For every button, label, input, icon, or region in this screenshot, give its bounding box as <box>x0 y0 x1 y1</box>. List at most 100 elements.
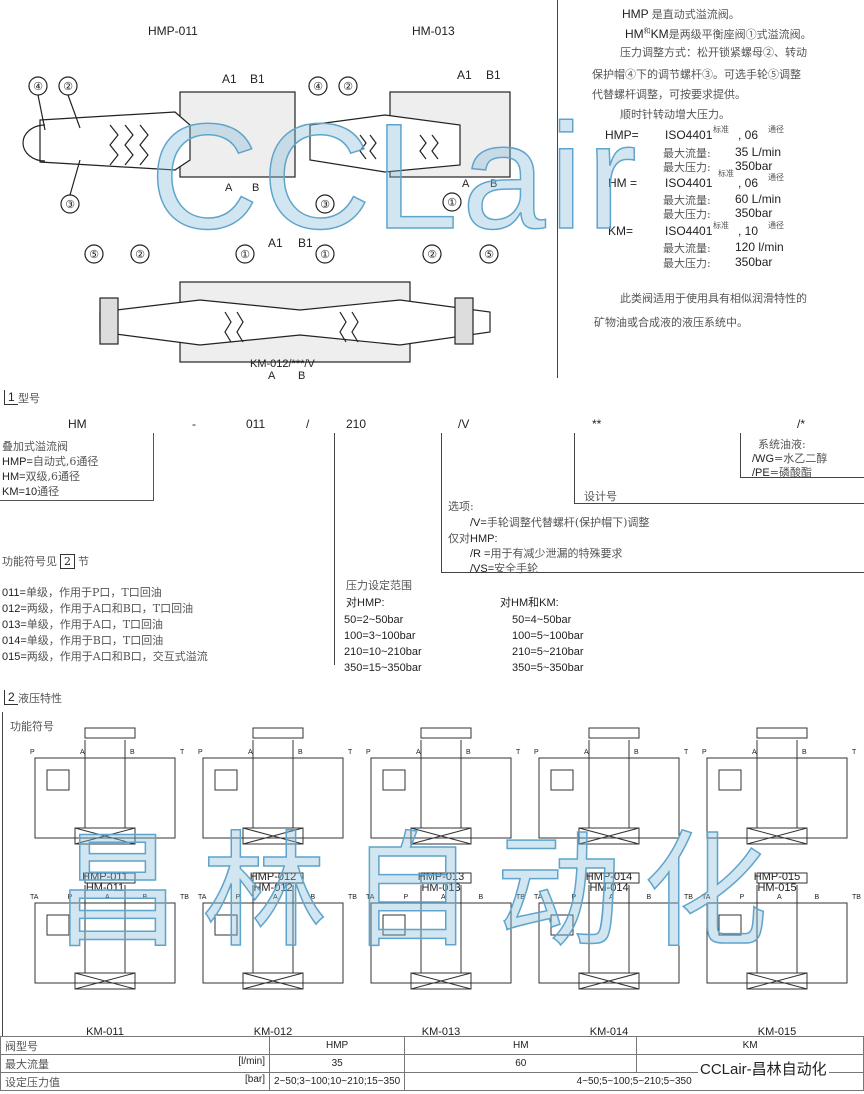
port-label: B <box>311 894 316 901</box>
symbol-body <box>202 757 344 839</box>
port-label: A <box>777 894 782 901</box>
symbol-label: HM-012 <box>253 882 292 894</box>
port-a-label: A <box>268 370 276 382</box>
code-function: 011 <box>246 417 266 431</box>
spec-flow-label: 最大流量: <box>663 194 711 207</box>
table-cell: HMP <box>268 1036 406 1055</box>
watermark-cn: 昌林自动化 <box>54 822 790 963</box>
port-label: T <box>684 749 689 756</box>
relief-valve-icon <box>718 769 742 791</box>
design-number-label: 设计号 <box>584 490 617 503</box>
symbol-label: HM-015 <box>757 882 796 894</box>
spec-std-cn: 标准 <box>713 221 729 230</box>
spec-flow: 35 L/min <box>735 145 782 159</box>
port-label: T <box>348 749 353 756</box>
symbol-label: HMP-011 <box>82 871 128 883</box>
svg-text:④: ④ <box>33 80 43 93</box>
section-1-number: 1 <box>4 390 18 405</box>
port-label: TA <box>366 894 375 901</box>
actuator-icon <box>252 727 304 739</box>
svg-text:⑤: ⑤ <box>89 248 99 261</box>
actuator-icon <box>756 872 808 884</box>
desc-footer2: 矿物油或合成液的液压系统中。 <box>594 316 748 329</box>
directional-valve-icon <box>578 972 640 990</box>
port-label: TA <box>198 894 207 901</box>
spec-size-cn: 通径 <box>768 221 784 230</box>
port-label: T <box>852 749 857 756</box>
symbol-line <box>242 972 304 990</box>
actuator-icon <box>420 872 472 884</box>
port-b1-label: B1 <box>486 68 501 82</box>
port-label: A <box>584 749 589 756</box>
spec-std: ISO4401 <box>665 224 713 238</box>
port-label: B <box>143 894 148 901</box>
port-label: T <box>180 749 185 756</box>
spec-press: 350bar <box>735 206 773 220</box>
port-a1-label: A1 <box>457 68 472 82</box>
symbol-label: HMP-014 <box>586 871 632 883</box>
symbol-body <box>34 902 176 984</box>
divider <box>574 503 864 504</box>
symbol-line <box>746 972 808 990</box>
spec-press-label: 最大压力: <box>663 257 711 270</box>
drawing-title-hm013: HM-013 <box>412 24 455 38</box>
spec-code: HM = <box>608 176 638 190</box>
directional-valve-icon <box>410 972 472 990</box>
brand-logo: CCLair-昌林自动化 <box>698 1058 829 1079</box>
code-slash: / <box>306 417 310 431</box>
port-label: A <box>441 894 446 901</box>
port-label: A <box>273 894 278 901</box>
spec-flow: 60 L/min <box>735 192 782 206</box>
port-label: P <box>572 894 577 901</box>
code-design: ** <box>592 417 602 431</box>
spec-code: HMP= <box>605 128 639 142</box>
type-hm: HM=双级,6通径 <box>2 470 81 483</box>
pressure-title: 压力设定范围 <box>346 579 412 592</box>
desc-line2: HM和KM是两级平衡座阀①式溢流阀。 <box>625 27 812 41</box>
function-item: 012=两级，作用于A口和B口，T口回油 <box>2 602 194 615</box>
divider <box>740 477 864 478</box>
pressure-item: 50=2~50bar <box>344 614 404 626</box>
port-label: TB <box>348 894 357 901</box>
port-label: A <box>248 749 253 756</box>
fluid-wg: /WG=水乙二醇 <box>752 452 828 465</box>
port-label: A <box>80 749 85 756</box>
km012-label: KM-012/***/V <box>250 358 315 370</box>
pressure-hmp-label: 对HMP: <box>346 597 385 609</box>
svg-text:①: ① <box>320 248 330 261</box>
port-b1-label: B1 <box>250 72 265 86</box>
symbol-body <box>202 902 344 984</box>
spec-size-cn: 通径 <box>768 173 784 182</box>
port-a1-label: A1 <box>268 236 283 250</box>
port-label: B <box>815 894 820 901</box>
symbol-line <box>74 827 136 845</box>
divider <box>557 0 558 378</box>
symbol-label: HMP-015 <box>754 871 800 883</box>
port-label: T <box>516 749 521 756</box>
table-header-model: 阀型号 <box>0 1036 270 1055</box>
relief-valve-icon <box>382 769 406 791</box>
port-label: P <box>534 749 539 756</box>
symbol-label: KM-013 <box>422 1026 461 1038</box>
code-fluid: /* <box>797 417 806 431</box>
symbol-line <box>242 827 304 845</box>
symbol-line <box>578 972 640 990</box>
symbol-label: HM-011 <box>86 882 124 894</box>
symbol-line <box>578 827 640 845</box>
code-pressure: 210 <box>346 417 367 431</box>
port-b-label: B <box>298 370 306 382</box>
port-a-label: A <box>225 182 233 194</box>
directional-valve-icon <box>242 972 304 990</box>
symbol-body <box>538 902 680 984</box>
spec-size: , 06 <box>738 176 759 190</box>
function-item: 015=两级，作用于A口和B口，交互式溢流 <box>2 650 208 663</box>
port-label: P <box>740 894 745 901</box>
option-v: /V=手轮调整代替螺杆(保护帽下)调整 <box>470 516 650 529</box>
symbol-line <box>410 827 472 845</box>
symbol-label: KM-015 <box>758 1026 797 1038</box>
watermark-brand: CCLair <box>149 91 641 261</box>
